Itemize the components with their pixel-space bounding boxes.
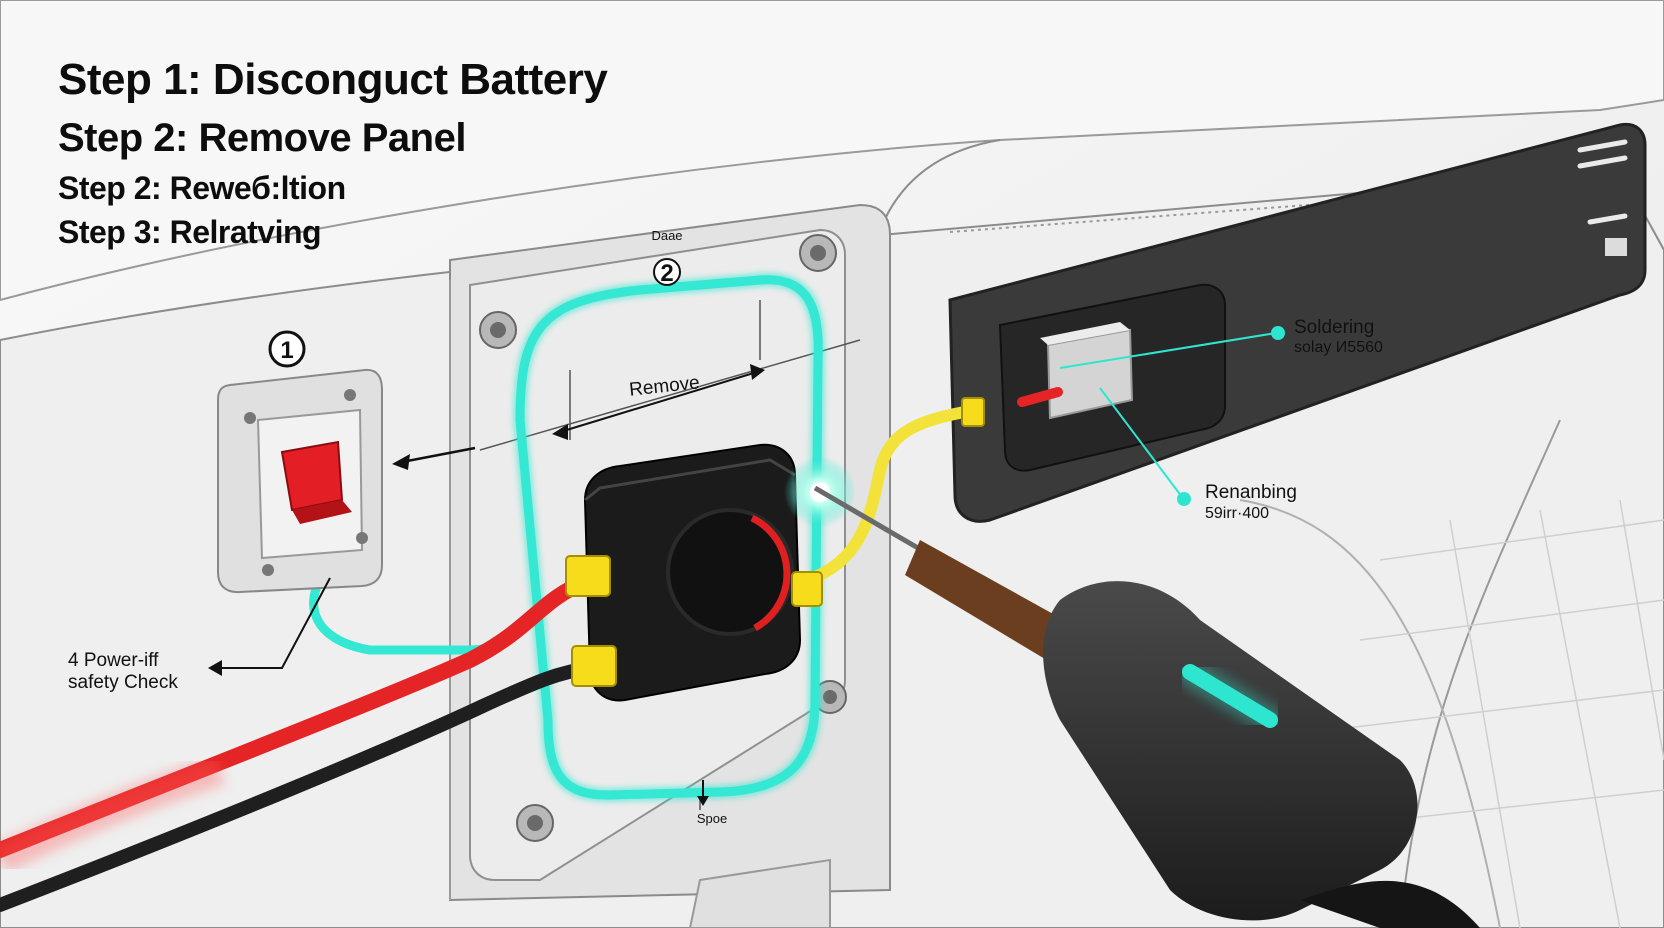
- vent-button: [1605, 238, 1627, 256]
- arrow-toward-toggle: [392, 446, 476, 470]
- fg-model-text: switch: [694, 606, 750, 626]
- dashboard-seam: [949, 194, 1441, 233]
- fg-brand-text: FG: [697, 547, 758, 596]
- label-power-off-line2: safety Check: [68, 672, 178, 693]
- label-soldering-line2: solay И5560: [1294, 339, 1383, 356]
- step-marker-1-text: 1: [280, 337, 293, 364]
- battery-toggle-switch: [217, 368, 383, 594]
- label-power-off-line1: 4 Power-iff: [68, 650, 159, 671]
- black-wire: [0, 661, 597, 912]
- yellow-wire: [784, 404, 981, 591]
- leader-renanbing: [1099, 387, 1191, 506]
- panel-screw: [516, 804, 554, 842]
- label-panel-bottom: Spoe: [697, 811, 727, 826]
- red-wire-glow: [0, 755, 225, 874]
- dashboard-top-surface: [0, 0, 1664, 302]
- lower-slot: [688, 858, 831, 928]
- step-marker-2-text: 2: [660, 260, 673, 287]
- red-relay-lead: [1017, 387, 1063, 407]
- label-renanbing-line2: 59irr·400: [1205, 505, 1269, 522]
- step-marker-1: 1: [268, 330, 306, 368]
- label-renanbing-line1: Renanbing: [1205, 482, 1297, 503]
- step-heading: Step 2: Remove Panel: [58, 116, 466, 160]
- yellow-connector: [961, 397, 985, 427]
- cyan-loop-wire-core: [515, 275, 823, 800]
- label-panel-top: Daae: [651, 228, 682, 243]
- leader-soldering: [1059, 326, 1285, 369]
- dashboard-lower-curve: [1399, 419, 1561, 928]
- leader-power-off: [208, 577, 331, 676]
- dashboard-ridge: [879, 139, 1001, 231]
- arrow-panel-bottom: [697, 780, 709, 806]
- step-marker-2: 2: [653, 258, 681, 287]
- panel-screw: [479, 311, 517, 349]
- arrow-remove: [552, 364, 765, 440]
- step-list: Step 1: Disconguct Battery Step 2: Remov…: [58, 50, 608, 254]
- yellow-connector: [565, 555, 611, 597]
- yellow-connector: [571, 645, 617, 687]
- step-heading: Step 3: Relratving: [58, 214, 322, 250]
- yellow-connector: [791, 571, 823, 607]
- vent-slats: [1577, 139, 1628, 225]
- step-heading: Step 2: Reweб:ltion: [58, 170, 346, 206]
- soldering-iron: [813, 485, 1480, 928]
- panel-screw: [799, 234, 837, 272]
- label-soldering-line1: Soldering: [1294, 317, 1374, 338]
- step-heading: Step 1: Disconguct Battery: [58, 55, 608, 104]
- floor-grid: [1299, 499, 1664, 928]
- relay-block: [1040, 322, 1134, 420]
- fg-switch-module: FG switch: [583, 443, 802, 702]
